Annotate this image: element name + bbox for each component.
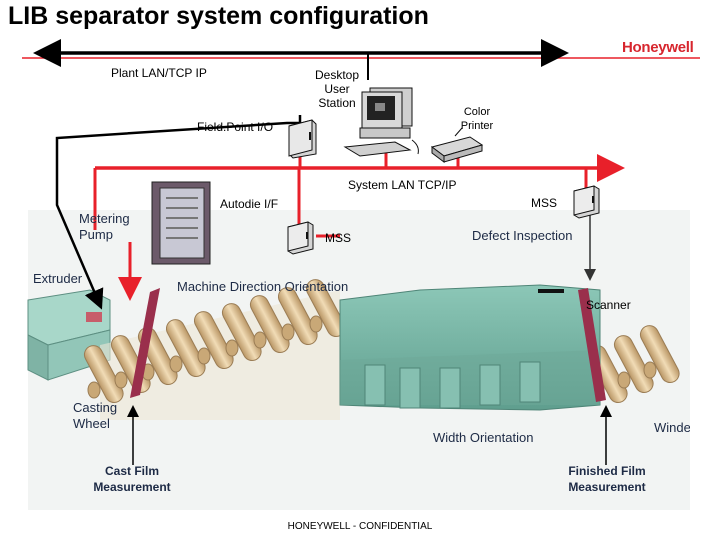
casting-wheel-label: Casting Wheel [73,400,117,432]
scanner-label: Scanner [586,298,631,312]
honeywell-logo: Honeywell [622,39,694,56]
cast-film-line-1: Cast Film [104,464,159,478]
finished-film-line-1: Finished Film [568,464,646,478]
winder-label: Winder [654,420,690,435]
roller [221,303,262,361]
cast-film-label: Cast Film Measurement [82,463,182,495]
system-lan-label: System LAN TCP/IP [348,178,457,192]
roller-end [643,361,657,379]
roller-end [197,347,211,365]
fieldpoint-cable [55,115,302,310]
desktop-station-line-1: Desktop [314,68,360,82]
roller-end [225,339,239,357]
confidential-footer: HONEYWELL - CONFIDENTIAL [287,521,433,532]
rollers-group [83,279,680,403]
extruder-machine [27,289,111,381]
roller-end [87,381,101,399]
scanner-frames [130,288,606,402]
roller [165,319,206,377]
metering-pump-line-1: Metering [79,211,130,226]
width-orientation-label: Width Orientation [433,430,534,445]
extruder-label: Extruder [33,271,83,286]
fieldpoint-io-label: Field.Point I/O [197,120,274,134]
metering-pump-label: Metering Pump [79,211,130,243]
autodie-if-label: Autodie I/F [220,197,279,211]
film-sheet [339,284,601,411]
roller [249,295,290,353]
roller-end [281,323,295,341]
color-printer-line-1: Color [463,106,491,118]
defect-inspection-label: Defect Inspection [472,228,573,243]
cast-film-line-2: Measurement [93,480,171,494]
color-printer-icon[interactable] [430,127,484,163]
casting-wheel-line-1: Casting [73,400,118,415]
mss-right-icon[interactable] [573,185,600,219]
autodie-cabinet-icon[interactable] [151,181,211,265]
roller-end [253,331,267,349]
roller [613,335,654,393]
casting-wheel-line-2: Wheel [73,416,110,431]
plant-lan-label: Plant LAN/TCP IP [111,66,207,80]
desktop-station-line-2: User [324,82,350,96]
metering-pump-line-2: Pump [79,227,113,242]
finished-film-line-2: Measurement [568,480,646,494]
desktop-station-icon[interactable] [343,87,419,157]
roller-end [169,355,183,373]
finished-film-label: Finished Film Measurement [555,463,659,495]
mss-center-label: MSS [325,231,352,245]
mss-right-label: MSS [531,196,558,210]
roller-end [617,371,631,389]
color-printer-label: Color Printer [452,105,502,133]
fieldpoint-io-icon[interactable] [288,119,317,159]
color-printer-line-2: Printer [460,120,494,132]
roller [193,311,234,369]
roller [277,287,318,345]
roller-end [114,371,128,389]
machine-direction-label: Machine Direction Orientation [177,279,349,294]
roller [639,325,680,383]
page-title: LIB separator system configuration [8,2,429,30]
desktop-station-line-3: Station [318,96,356,110]
process-scene [27,210,690,510]
mss-center-icon[interactable] [287,221,314,255]
desktop-station-label: Desktop User Station [304,68,370,110]
roller [83,345,124,403]
roller-end [309,315,323,333]
